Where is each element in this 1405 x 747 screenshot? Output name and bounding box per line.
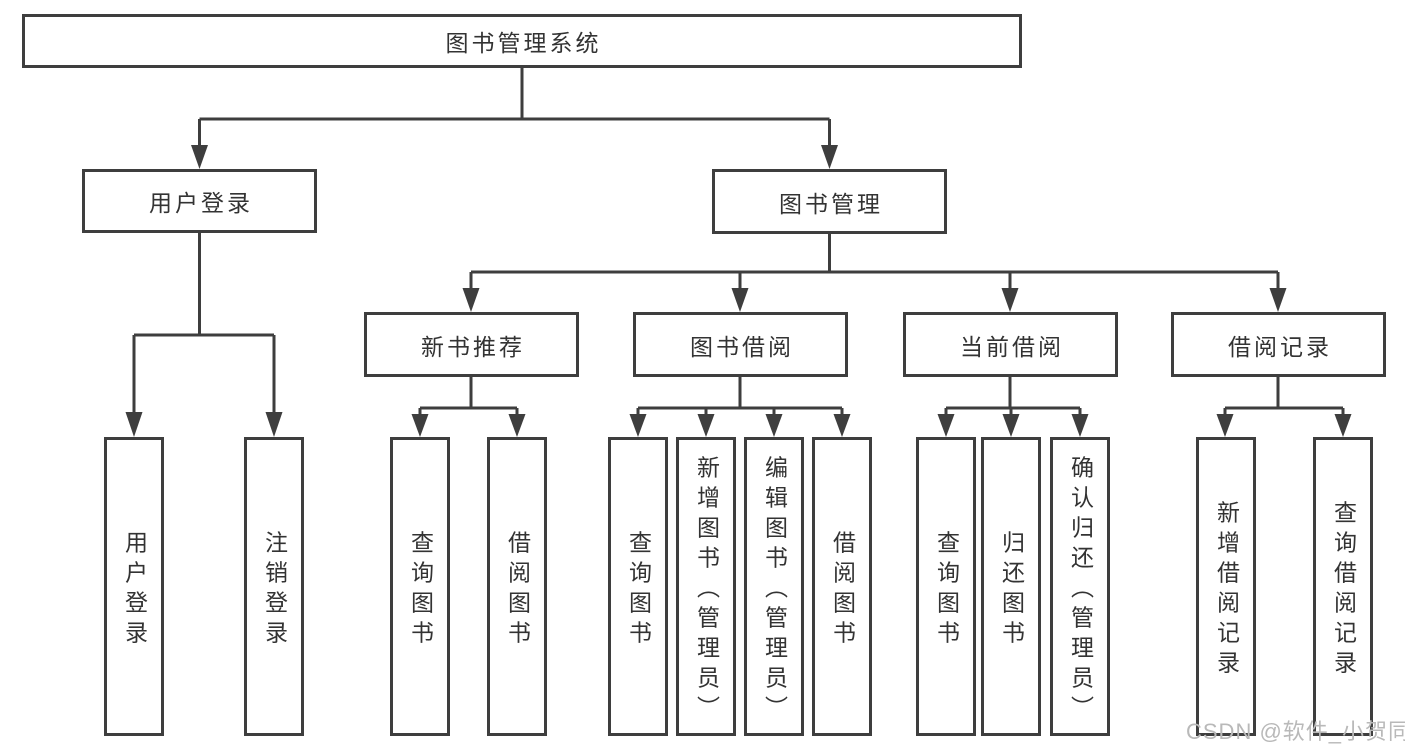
node-bb-edit-books-label: 编辑图书（管理员）	[761, 455, 788, 725]
node-br-add-record-label: 新增借阅记录	[1213, 500, 1240, 680]
node-bb-add-books-label: 新增图书（管理员）	[693, 455, 720, 725]
node-br-add-record: 新增借阅记录	[1196, 437, 1256, 736]
connector-book-mgmt-children	[469, 234, 1280, 290]
node-logout: 注销登录	[244, 437, 304, 736]
node-new-book-rec-label: 新书推荐	[421, 333, 525, 360]
node-book-mgmt: 图书管理	[712, 169, 947, 234]
connector-root-to-level2	[198, 68, 831, 146]
node-borrow-records: 借阅记录	[1171, 312, 1386, 377]
csdn-watermark: CSDN @软件_小贺同学	[1186, 719, 1405, 744]
connector-book-borrow-children	[636, 377, 844, 416]
arrowheads	[125, 145, 1352, 437]
node-rec-borrow-books: 借阅图书	[487, 437, 547, 736]
node-user-login: 用户登录	[82, 169, 317, 233]
node-new-book-rec: 新书推荐	[364, 312, 579, 377]
node-cb-query-books: 查询图书	[916, 437, 976, 736]
connector-current-borrow-children	[944, 377, 1082, 416]
node-book-borrow: 图书借阅	[633, 312, 848, 377]
node-book-borrow-label: 图书借阅	[690, 333, 794, 360]
node-root: 图书管理系统	[22, 14, 1022, 68]
node-login: 用户登录	[104, 437, 164, 736]
node-root-label: 图书管理系统	[445, 30, 602, 56]
node-bb-query-books-label: 查询图书	[625, 530, 652, 650]
node-cb-return-books: 归还图书	[981, 437, 1041, 736]
node-cb-confirm-return: 确认归还（管理员）	[1050, 437, 1110, 736]
node-user-login-label: 用户登录	[149, 190, 253, 216]
node-cb-confirm-return-label: 确认归还（管理员）	[1067, 455, 1094, 725]
node-bb-add-books: 新增图书（管理员）	[676, 437, 736, 736]
node-login-label: 用户登录	[121, 530, 148, 650]
node-bb-edit-books: 编辑图书（管理员）	[744, 437, 804, 736]
node-rec-query-books: 查询图书	[390, 437, 450, 736]
node-current-borrow-label: 当前借阅	[960, 333, 1064, 360]
node-logout-label: 注销登录	[261, 530, 288, 650]
node-borrow-records-label: 借阅记录	[1228, 333, 1332, 360]
node-cb-return-books-label: 归还图书	[998, 530, 1025, 650]
node-bb-borrow-books-label: 借阅图书	[829, 530, 856, 650]
connector-new-book-rec-children	[418, 377, 519, 416]
node-rec-query-books-label: 查询图书	[407, 530, 434, 650]
connector-user-login-children	[132, 233, 276, 414]
node-current-borrow: 当前借阅	[903, 312, 1118, 377]
node-br-query-record: 查询借阅记录	[1313, 437, 1373, 736]
node-bb-query-books: 查询图书	[608, 437, 668, 736]
node-cb-query-books-label: 查询图书	[933, 530, 960, 650]
node-rec-borrow-books-label: 借阅图书	[504, 530, 531, 650]
node-br-query-record-label: 查询借阅记录	[1330, 500, 1357, 680]
node-book-mgmt-label: 图书管理	[779, 190, 883, 217]
node-bb-borrow-books: 借阅图书	[812, 437, 872, 736]
connector-borrow-records-children	[1223, 377, 1345, 416]
